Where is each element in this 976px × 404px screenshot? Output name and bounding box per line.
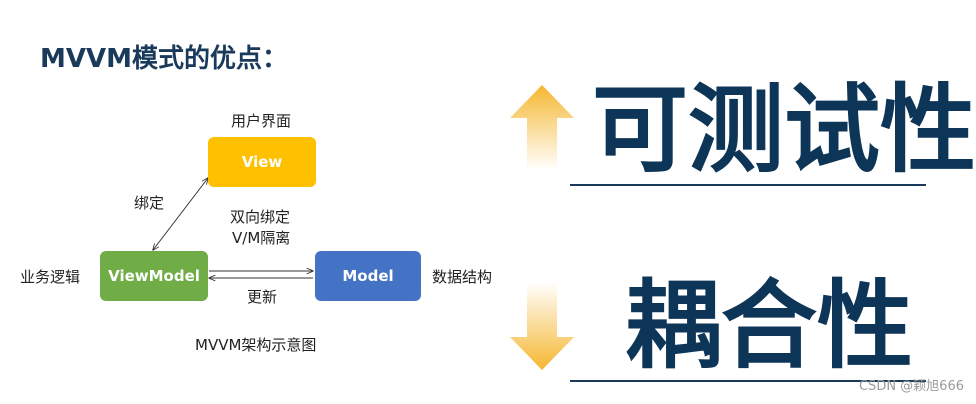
testability-heading: 可测试性 bbox=[592, 74, 976, 186]
model-side-label: 数据结构 bbox=[432, 268, 493, 286]
model-box: Model bbox=[315, 251, 421, 301]
binding-label: 绑定 bbox=[134, 194, 165, 212]
vm-isolation-label: V/M隔离 bbox=[232, 229, 291, 247]
two-way-binding-label: 双向绑定 bbox=[230, 208, 291, 226]
viewmodel-box: ViewModel bbox=[100, 251, 208, 301]
diagram-caption: MVVM架构示意图 bbox=[195, 336, 317, 354]
viewmodel-side-label: 业务逻辑 bbox=[20, 268, 81, 286]
coupling-underline bbox=[570, 380, 926, 382]
update-label: 更新 bbox=[247, 288, 278, 306]
up-arrow-icon bbox=[510, 85, 574, 170]
coupling-heading: 耦合性 bbox=[625, 270, 913, 382]
page-title: MVVM模式的优点： bbox=[40, 44, 288, 74]
watermark: CSDN @颖旭666 bbox=[858, 379, 964, 394]
testability-underline bbox=[570, 184, 926, 186]
view-box: View bbox=[208, 137, 316, 187]
view-viewmodel-binding-line bbox=[153, 178, 208, 250]
down-arrow-icon bbox=[510, 282, 574, 370]
view-top-label: 用户界面 bbox=[231, 112, 292, 130]
